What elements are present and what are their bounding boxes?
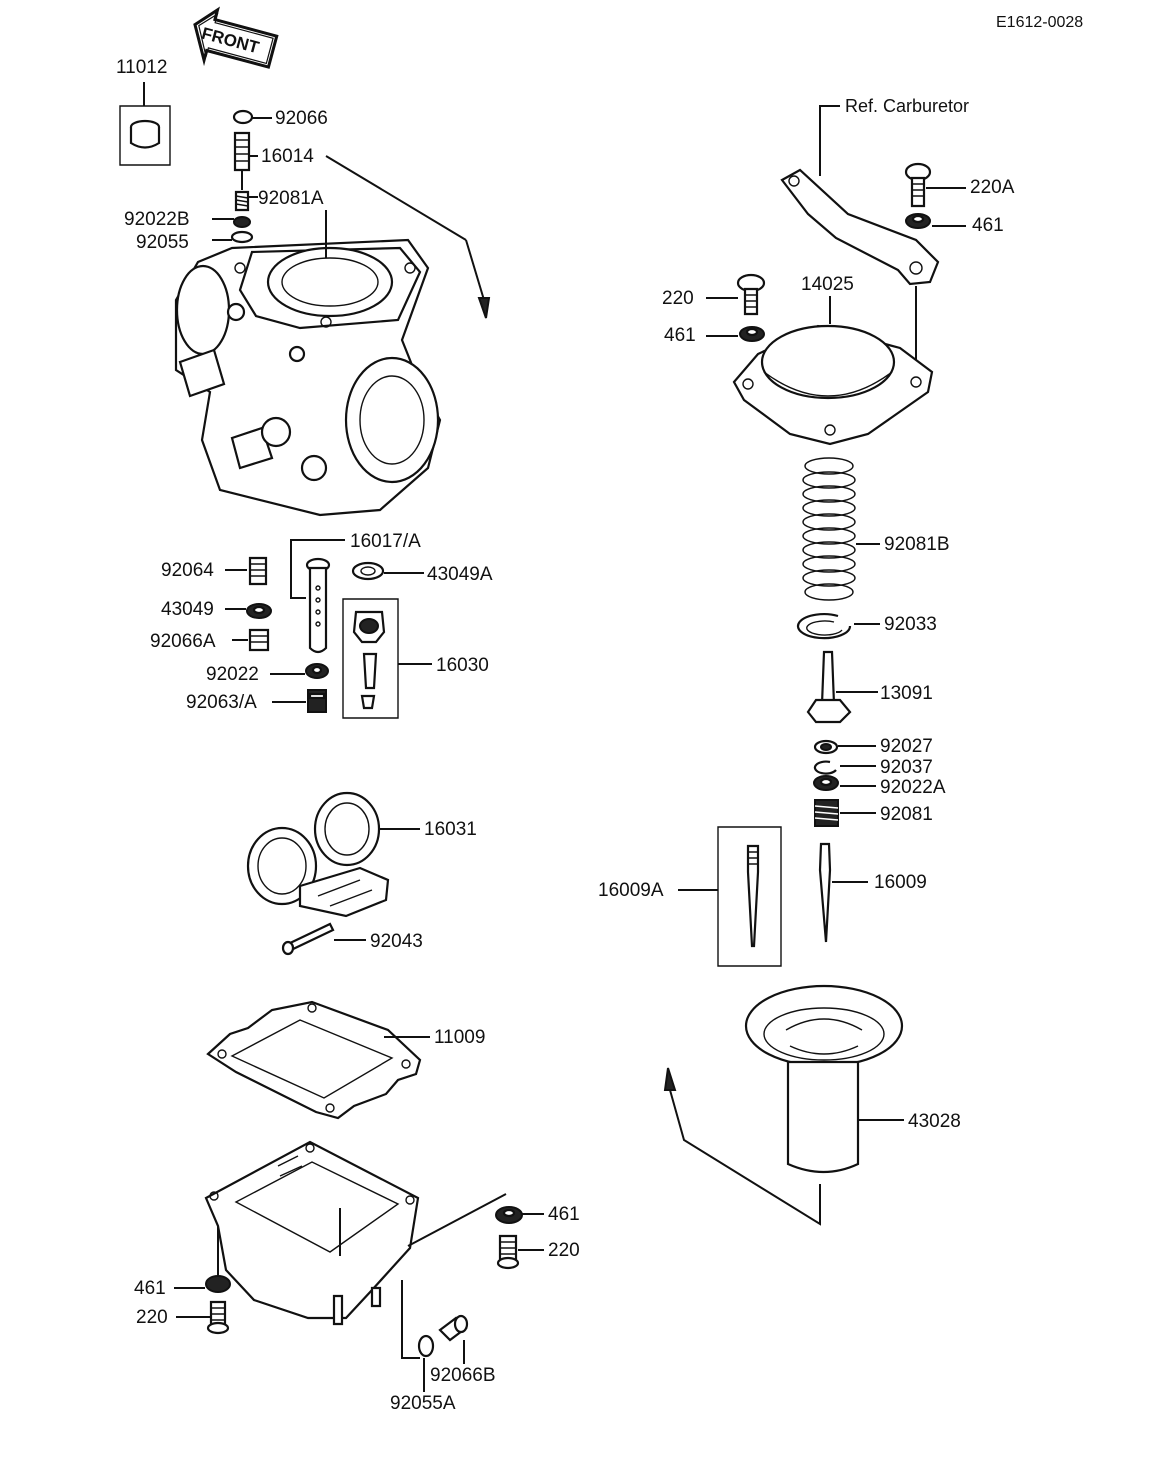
- part-92027-washer: [813, 739, 876, 755]
- part-11012-cap: [119, 82, 171, 166]
- label-13091: 13091: [880, 683, 933, 704]
- part-16017A-tube: [290, 539, 345, 654]
- label-461-upper: 461: [664, 325, 696, 346]
- label-11009: 11009: [434, 1027, 486, 1048]
- part-43028-diaphragm: [744, 984, 904, 1174]
- part-92055A-oring: [417, 1334, 435, 1392]
- label-43049A: 43049A: [427, 564, 493, 585]
- part-16009-needle: [818, 842, 868, 943]
- label-92055: 92055: [136, 232, 189, 253]
- part-92064-jet: [225, 556, 268, 586]
- label-16017A: 16017/A: [350, 531, 421, 552]
- label-461-top-right: 461: [972, 215, 1004, 236]
- part-43049A-washer: [351, 561, 424, 581]
- float-bowl: [204, 1140, 507, 1359]
- part-92063A-jet: [272, 689, 327, 713]
- part-92043-pin: [281, 922, 366, 956]
- label-11012: 11012: [116, 57, 168, 78]
- part-92037-clip: [813, 760, 876, 775]
- label-220-bottom-right: 220: [548, 1240, 580, 1261]
- label-16009: 16009: [874, 872, 927, 893]
- label-461-bottom-right: 461: [548, 1204, 580, 1225]
- label-92066B: 92066B: [430, 1365, 496, 1386]
- part-16030-float-valve: [342, 598, 432, 719]
- label-92066: 92066: [275, 108, 328, 129]
- part-92022A-washer: [813, 775, 876, 791]
- part-13091-holder: [806, 650, 878, 724]
- label-14025: 14025: [801, 274, 854, 295]
- part-92081B-spring: [802, 457, 880, 601]
- part-461-washer-upper: [706, 326, 765, 342]
- label-16009A: 16009A: [598, 880, 664, 901]
- label-16031: 16031: [424, 819, 477, 840]
- part-92081A-spring: [234, 190, 258, 212]
- part-43049-washer: [225, 603, 272, 619]
- label-92043: 92043: [370, 931, 423, 952]
- part-461-washer-top: [905, 213, 966, 229]
- label-220-upper: 220: [662, 288, 694, 309]
- part-16014-screw: [233, 131, 491, 319]
- part-92022B-washer: [212, 216, 251, 228]
- part-14025-cover: [732, 296, 934, 446]
- label-92055A: 92055A: [390, 1393, 456, 1414]
- part-92055-oring: [212, 230, 254, 244]
- part-92066-cap: [232, 109, 272, 125]
- part-461-washer-left: [174, 1275, 231, 1293]
- part-92022-washer: [270, 663, 329, 679]
- diagram-code: E1612-0028: [996, 14, 1084, 31]
- part-92081-spring: [814, 799, 876, 827]
- label-92033: 92033: [884, 614, 937, 635]
- label-220-bottom-left: 220: [136, 1307, 168, 1328]
- part-220-screw-left: [176, 1300, 230, 1335]
- part-220-screw-right: [496, 1234, 544, 1270]
- label-92022B: 92022B: [124, 209, 190, 230]
- part-461-washer-right: [495, 1206, 544, 1224]
- carburetor-body: [174, 210, 442, 517]
- label-92037: 92037: [880, 757, 933, 778]
- label-92027: 92027: [880, 736, 933, 757]
- part-220A-screw: [904, 162, 966, 208]
- label-461-bottom-left: 461: [134, 1278, 166, 1299]
- part-220-screw-upper: [706, 273, 766, 316]
- part-16009A-needle: [678, 826, 782, 967]
- label-92063A: 92063/A: [186, 692, 257, 713]
- part-92033-clip: [796, 613, 880, 640]
- front-arrow-icon: [193, 6, 279, 69]
- ref-carburetor-bracket: [780, 105, 940, 372]
- label-43028: 43028: [908, 1111, 961, 1132]
- label-92081A: 92081A: [258, 188, 324, 209]
- label-92022A: 92022A: [880, 777, 946, 798]
- label-92064: 92064: [161, 560, 214, 581]
- label-43049: 43049: [161, 599, 214, 620]
- label-92066A: 92066A: [150, 631, 216, 652]
- part-92066B-plug: [438, 1314, 469, 1364]
- label-92022: 92022: [206, 664, 259, 685]
- part-11009-gasket: [206, 1000, 430, 1120]
- part-92066A-jet: [232, 628, 270, 652]
- label-16014: 16014: [261, 146, 314, 167]
- ref-carburetor-label: Ref. Carburetor: [845, 96, 970, 116]
- label-16030: 16030: [436, 655, 489, 676]
- assembly-arrow: [663, 1067, 821, 1226]
- label-92081B: 92081B: [884, 534, 950, 555]
- label-220A: 220A: [970, 177, 1015, 198]
- part-16031-float: [246, 791, 420, 918]
- label-92081: 92081: [880, 804, 933, 825]
